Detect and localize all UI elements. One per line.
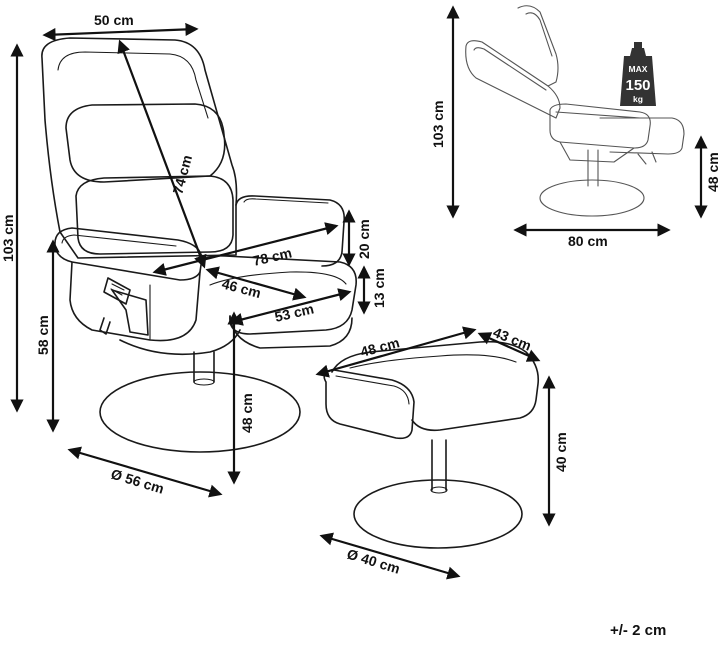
reclined-dimension-lines bbox=[446, 5, 708, 237]
reclined-length-label: 80 cm bbox=[568, 233, 608, 249]
seat-depth-label: 46 cm bbox=[220, 275, 262, 301]
reclined-chair-drawing bbox=[465, 5, 685, 217]
seat-height-label: 48 cm bbox=[239, 393, 255, 433]
chair-dimension-lines bbox=[10, 22, 371, 498]
seat-width-label: 53 cm bbox=[273, 300, 315, 325]
reclined-height-label: 103 cm bbox=[430, 101, 446, 148]
backrest-length-label: 74 cm bbox=[169, 153, 195, 195]
weight-value-label: 150 bbox=[625, 77, 650, 94]
tolerance-note: +/- 2 cm bbox=[610, 622, 667, 639]
weight-max-label: MAX bbox=[629, 64, 648, 74]
reclined-seat-height-label: 48 cm bbox=[705, 152, 720, 192]
total-height-label: 103 cm bbox=[0, 215, 16, 262]
armrest-height-label: 58 cm bbox=[35, 315, 51, 355]
ottoman-height-label: 40 cm bbox=[553, 432, 569, 472]
ottoman-dimension-lines bbox=[315, 326, 556, 580]
weight-unit-label: kg bbox=[633, 94, 643, 104]
chair-width-label: 50 cm bbox=[94, 12, 134, 28]
recliner-chair-drawing bbox=[41, 37, 357, 453]
ottoman-drawing bbox=[323, 340, 540, 549]
seat-thickness-label: 13 cm bbox=[371, 268, 387, 308]
armrest-length-label: 78 cm bbox=[251, 244, 293, 269]
armrest-thickness-label: 20 cm bbox=[356, 219, 372, 259]
